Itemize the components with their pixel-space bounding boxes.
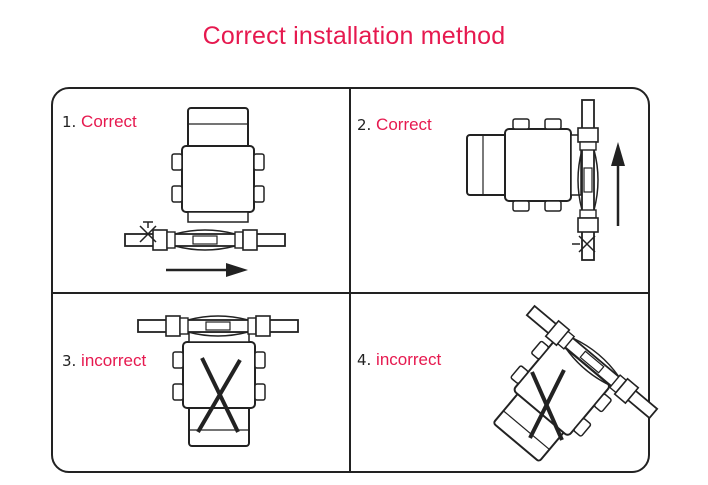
panel-2-number: 2. (357, 116, 372, 134)
panel-2-label: 2. Correct (357, 115, 432, 135)
panel-4-number: 4. (357, 351, 372, 369)
panel-1-label: 1. Correct (62, 112, 137, 132)
panel-4-word: incorrect (376, 350, 442, 369)
page-title: Correct installation method (202, 22, 506, 50)
panel-3-label: 3. incorrect (62, 351, 146, 371)
panel-1-number: 1. (62, 113, 77, 131)
panel-4-illustration (479, 302, 661, 473)
panel-2-word: Correct (376, 115, 432, 134)
panel-3-number: 3. (62, 352, 77, 370)
panel-3-word: incorrect (81, 351, 147, 370)
panel-1-illustration (124, 107, 286, 277)
horizontal-divider (52, 292, 649, 294)
vertical-divider (349, 88, 351, 472)
panel-3-illustration (137, 315, 299, 447)
panel-4-label: 4. incorrect (357, 350, 441, 370)
panel-1-word: Correct (81, 112, 137, 131)
panel-2-illustration (466, 99, 625, 261)
